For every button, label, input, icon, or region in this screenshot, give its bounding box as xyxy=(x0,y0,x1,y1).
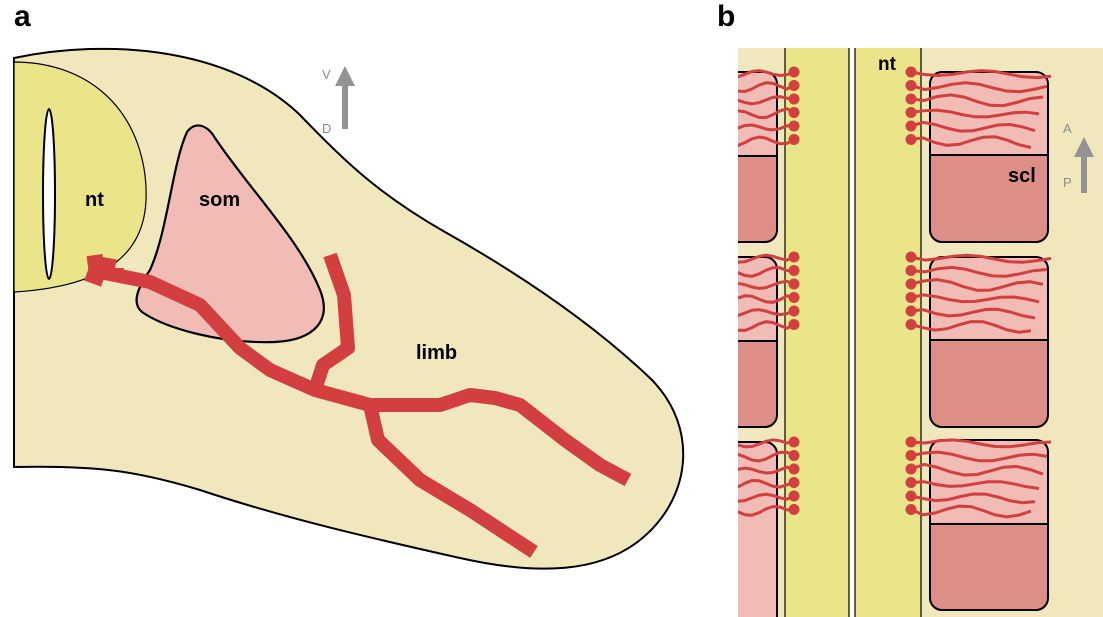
limb-label: limb xyxy=(416,342,457,364)
panel-a: nt som limb V D xyxy=(14,49,683,569)
somites-left xyxy=(700,72,777,617)
neural-tube-lumen-band xyxy=(849,48,855,617)
somites-right xyxy=(930,72,1048,610)
somite-left-1 xyxy=(700,72,777,242)
panel-b: nt scl A P xyxy=(700,48,1103,617)
sclerotome-label: scl xyxy=(1008,165,1036,187)
neural-tube-label-b: nt xyxy=(878,54,897,75)
neural-tube-label: nt xyxy=(85,189,104,211)
axis-label-d: D xyxy=(322,121,331,136)
neural-tube-lumen xyxy=(43,109,55,279)
ventral-dorsal-arrow-icon xyxy=(335,66,355,129)
somite-right-3 xyxy=(930,440,1048,610)
somite-label: som xyxy=(199,189,240,211)
axis-label-v: V xyxy=(322,67,331,82)
axis-label-a: A xyxy=(1063,121,1072,136)
axis-label-p: P xyxy=(1063,175,1072,190)
